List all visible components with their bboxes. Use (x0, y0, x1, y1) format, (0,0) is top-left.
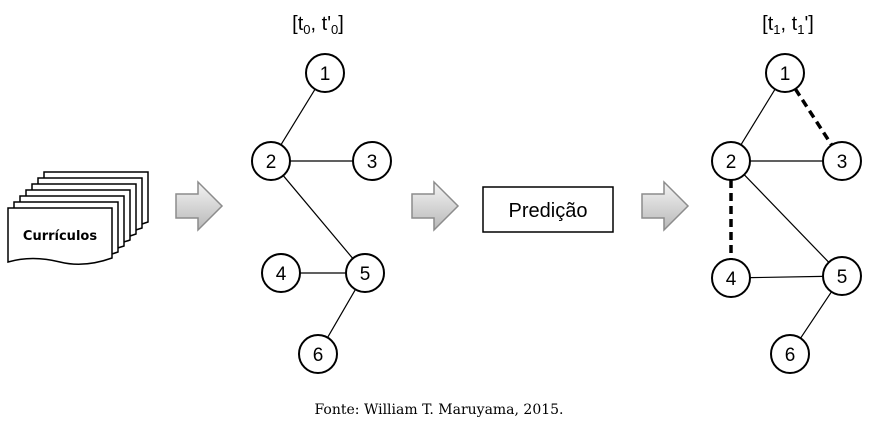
node-circle (711, 258, 751, 298)
prediction-box-frame (482, 186, 614, 233)
node-3: 3 (822, 141, 862, 181)
node-6: 6 (298, 334, 338, 374)
node-label: 5 (360, 264, 371, 285)
edge-5-6 (327, 289, 356, 338)
node-label: 1 (320, 64, 331, 85)
flow-arrow-1 (175, 180, 224, 232)
node-circle (251, 141, 291, 181)
edge-1-2 (280, 88, 316, 146)
flow-arrow-2 (411, 180, 460, 232)
node-1: 1 (305, 53, 345, 93)
node-3: 3 (352, 141, 392, 181)
node-2: 2 (251, 141, 291, 181)
arrow-right-icon (641, 180, 690, 232)
node-circle (345, 253, 385, 293)
flow-arrow-3 (641, 180, 690, 232)
node-circle (822, 256, 862, 296)
graph-after: 1 2 3 4 5 6 (711, 53, 862, 374)
prediction-label: Predição (509, 200, 588, 222)
node-circle (352, 141, 392, 181)
node-label: 2 (266, 152, 277, 173)
node-circle (770, 334, 810, 374)
node-circle (765, 53, 805, 93)
node-4: 4 (261, 253, 301, 293)
arrow-right-icon (411, 180, 460, 232)
node-5: 5 (822, 256, 862, 296)
node-2: 2 (711, 141, 751, 181)
edge-1-2 (740, 88, 776, 146)
node-circle (305, 53, 345, 93)
node-circle (711, 141, 751, 181)
node-circle (822, 141, 862, 181)
node-label: 1 (780, 64, 791, 85)
node-circle (261, 253, 301, 293)
edge-2-5 (282, 175, 354, 259)
edge-5-6 (800, 291, 832, 339)
graph-before: 1 2 3 4 5 6 (251, 53, 392, 374)
document-front (7, 207, 113, 265)
node-4: 4 (711, 258, 751, 298)
interval-after: [t1, t1'] (762, 13, 814, 37)
documents-stack: Currículos (7, 171, 149, 265)
node-label: 2 (726, 152, 737, 173)
edge-4-5 (749, 275, 824, 279)
predicted-edge-1-3 (793, 87, 834, 147)
node-6: 6 (770, 334, 810, 374)
node-label: 5 (837, 267, 848, 288)
node-5: 5 (345, 253, 385, 293)
node-label: 6 (313, 345, 324, 366)
prediction-box: Predição (482, 186, 614, 233)
node-1: 1 (765, 53, 805, 93)
node-label: 4 (726, 269, 737, 290)
edge-2-5 (743, 174, 830, 263)
node-label: 3 (837, 152, 848, 173)
node-label: 3 (367, 152, 378, 173)
source-caption: Fonte: William T. Maruyama, 2015. (314, 402, 563, 418)
node-label: 6 (785, 345, 796, 366)
arrow-right-icon (175, 180, 224, 232)
node-label: 4 (276, 264, 287, 285)
node-circle (298, 334, 338, 374)
interval-before: [t0, t'0] (292, 13, 344, 37)
documents-label: Currículos (23, 229, 97, 244)
